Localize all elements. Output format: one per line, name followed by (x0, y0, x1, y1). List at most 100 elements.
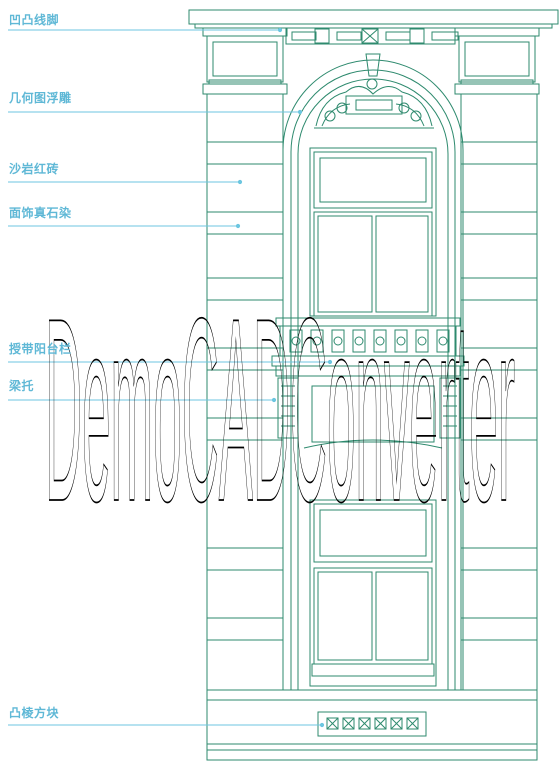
leader-dot (297, 109, 303, 115)
relief-scroll (315, 86, 433, 127)
leader-lines (8, 27, 333, 728)
leader-dot (235, 223, 241, 229)
baluster (289, 329, 303, 353)
balcony-arch (303, 439, 443, 449)
transom-glass (319, 157, 427, 203)
edge (374, 717, 387, 730)
keystone (365, 53, 381, 77)
relief-rosette (324, 110, 336, 122)
baluster (436, 329, 450, 353)
casement-left (317, 215, 373, 313)
leader-dot (271, 397, 277, 403)
window-sill (311, 663, 435, 677)
raised-block (374, 717, 387, 730)
cornice-top (188, 9, 559, 25)
casement (313, 211, 433, 317)
triglyph (409, 28, 425, 44)
rustication-band (460, 617, 538, 641)
rustication-band (460, 211, 538, 235)
edge (361, 28, 379, 44)
label-sandstone: 沙岩红砖 (9, 162, 60, 176)
plinth (206, 699, 538, 745)
ground-course (206, 743, 538, 751)
capital-panel (458, 35, 536, 83)
corbel (277, 377, 299, 439)
lower-transom-glass (319, 509, 427, 557)
frieze-panel (291, 31, 317, 41)
baluster-ring (354, 336, 364, 346)
capital-base (202, 83, 288, 95)
relief-rosette (398, 102, 410, 114)
raised-block (326, 717, 339, 730)
capital-inset (212, 41, 278, 77)
capital-panel (206, 35, 284, 83)
rustication-band (460, 347, 538, 371)
leader-dot (319, 722, 325, 728)
relief-cartouche (345, 95, 403, 115)
balcony-front (311, 385, 435, 443)
leader-dot (327, 359, 333, 365)
capital-inset (464, 41, 530, 77)
rustication-band (206, 141, 284, 165)
baluster (394, 329, 408, 353)
baluster-ring (396, 336, 406, 346)
baluster-ring (312, 336, 322, 346)
casement-right (375, 215, 429, 313)
rustication-band (460, 547, 538, 571)
frieze-panel (336, 31, 362, 41)
ground-line (206, 749, 538, 761)
baluster (310, 329, 324, 353)
baluster-ring (291, 336, 301, 346)
window-bay-facade (188, 9, 559, 761)
baluster-ring (417, 336, 427, 346)
label-molding: 凹凸线脚 (9, 13, 60, 27)
raised-block (390, 717, 403, 730)
lower-casement-right (375, 571, 429, 661)
relief-rosette (336, 102, 348, 114)
baluster (331, 329, 345, 353)
arch-outer (282, 59, 464, 690)
rustication-band (460, 141, 538, 165)
plinth-cap (206, 689, 538, 701)
transom (313, 151, 433, 209)
frieze-panel (385, 31, 411, 41)
raised-block (358, 717, 371, 730)
relief-scroll (321, 103, 425, 127)
label-relief: 几何图浮雕 (9, 91, 72, 105)
label-block: 凸棱方块 (9, 706, 60, 720)
rustication-band (206, 617, 284, 641)
lower-transom (313, 503, 433, 563)
baluster-ring (375, 336, 385, 346)
corbel (439, 377, 461, 439)
frieze-keystone (361, 28, 379, 44)
lower-window-frame (309, 499, 437, 687)
baluster-ring (333, 336, 343, 346)
plinth-panel (317, 711, 427, 737)
edge (406, 717, 419, 730)
label-veneer: 面饰真石染 (9, 206, 72, 220)
rustication-band (460, 417, 538, 441)
edge (390, 717, 403, 730)
baluster-ring (438, 336, 448, 346)
capital-base (454, 83, 540, 95)
rustication-band (206, 211, 284, 235)
leader-dot (237, 179, 243, 185)
frieze-panel (431, 31, 459, 41)
baluster (415, 329, 429, 353)
label-corbel: 梁托 (9, 379, 35, 393)
capital-cap (202, 27, 288, 37)
cornice-band (194, 23, 553, 29)
balcony-soffit (275, 365, 461, 377)
triglyph (314, 28, 330, 44)
baluster (352, 329, 366, 353)
label-balcony: 授带阳台栏 (9, 342, 72, 356)
arch-mid (290, 69, 456, 690)
watermark-text: DemoCADConverter (45, 265, 515, 557)
relief-cartouche (355, 99, 393, 111)
relief-rosette (366, 78, 378, 90)
relief-rosette (410, 110, 422, 122)
edge (358, 717, 371, 730)
baluster (373, 329, 387, 353)
